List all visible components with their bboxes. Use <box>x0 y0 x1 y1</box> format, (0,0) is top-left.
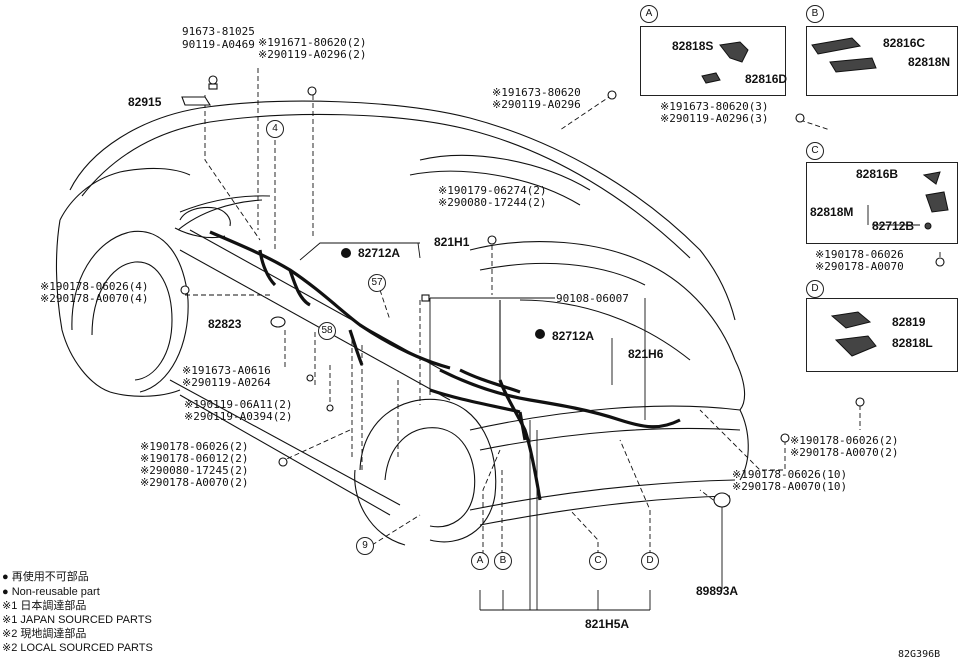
callout-9: 9 <box>356 537 374 555</box>
part-s190119-06A11: ※190119-06A11(2) <box>184 398 293 411</box>
part-s190178-06026-2a: ※190178-06026(2) <box>140 440 249 453</box>
non-reusable-markers <box>341 248 545 339</box>
part-82818M: 82818M <box>810 205 854 219</box>
part-82712A-top: 82712A <box>358 246 401 260</box>
detail-box-c <box>806 162 958 244</box>
part-821H6: 821H6 <box>628 347 664 361</box>
part-s290178-A0070-2b: ※290178-A0070(2) <box>790 446 899 459</box>
detail-box-b <box>806 26 958 96</box>
part-90119-A0469: 90119-A0469 <box>182 38 255 51</box>
part-82712A-mid: 82712A <box>552 329 595 343</box>
leader-lines <box>185 68 941 555</box>
callout-detail-a: A <box>640 5 658 23</box>
part-90108-06007: 90108-06007 <box>556 292 629 305</box>
part-82819: 82819 <box>892 315 926 329</box>
part-821H5A: 821H5A <box>585 617 630 631</box>
part-s191673-80620-3: ※191673-80620(3) <box>660 100 769 113</box>
callout-57: 57 <box>368 274 386 292</box>
callout-detail-b: B <box>806 5 824 23</box>
part-s190178-06026-4: ※190178-06026(4) <box>40 280 149 293</box>
fastener-icons <box>180 75 945 508</box>
callout-4: 4 <box>266 120 284 138</box>
part-s290119-A0296-2: ※290119-A0296(2) <box>258 48 367 61</box>
solid-leaders <box>299 205 920 611</box>
legend-non-reusable-en: ● Non-reusable part <box>2 586 100 598</box>
part-s290119-A0296: ※290119-A0296 <box>492 98 581 111</box>
part-s290178-A0070-2a: ※290178-A0070(2) <box>140 476 249 489</box>
callout-58: 58 <box>318 322 336 340</box>
detail-box-a <box>640 26 786 96</box>
part-82823: 82823 <box>208 317 242 331</box>
part-s290178-A0070-4: ※290178-A0070(4) <box>40 292 149 305</box>
vehicle-body-outline <box>55 100 749 546</box>
part-s290080-17244: ※290080-17244(2) <box>438 196 547 209</box>
part-82712B: 82712B <box>872 219 915 233</box>
legend-japan-en: ※1 JAPAN SOURCED PARTS <box>2 614 152 626</box>
part-82915: 82915 <box>128 95 162 109</box>
part-s191673-80620: ※191673-80620 <box>492 86 581 99</box>
detail-box-d <box>806 298 958 372</box>
part-s191671-80620: ※191671-80620(2) <box>258 36 367 49</box>
part-s191673-A0616: ※191673-A0616 <box>182 364 271 377</box>
callout-ref-a: A <box>471 552 489 570</box>
part-82818L: 82818L <box>892 336 933 350</box>
callout-detail-c: C <box>806 142 824 160</box>
part-91673-81025: 91673-81025 <box>182 25 255 38</box>
part-s290119-A0296-3: ※290119-A0296(3) <box>660 112 769 125</box>
part-82816D: 82816D <box>745 72 788 86</box>
part-s190178-06026-10: ※190178-06026(10) <box>732 468 848 481</box>
part-s290178-A0070-10: ※290178-A0070(10) <box>732 480 848 493</box>
part-82816B: 82816B <box>856 167 899 181</box>
callout-ref-c: C <box>589 552 607 570</box>
part-s190178-06012: ※190178-06012(2) <box>140 452 249 465</box>
diagram-code: 82G396B <box>898 649 941 660</box>
callout-detail-d: D <box>806 280 824 298</box>
part-s190179-06274: ※190179-06274(2) <box>438 184 547 197</box>
legend-local-jp: ※2 現地調達部品 <box>2 628 87 640</box>
legend-local-en: ※2 LOCAL SOURCED PARTS <box>2 642 153 654</box>
part-82818N: 82818N <box>908 55 951 69</box>
part-s290178-A0070-c: ※290178-A0070 <box>815 260 904 273</box>
part-s290119-A0394: ※290119-A0394(2) <box>184 410 293 423</box>
part-s290119-A0264: ※290119-A0264 <box>182 376 271 389</box>
part-s190178-06026-2b: ※190178-06026(2) <box>790 434 899 447</box>
callout-ref-b: B <box>494 552 512 570</box>
part-s290080-17245: ※290080-17245(2) <box>140 464 249 477</box>
part-821H1: 821H1 <box>434 235 470 249</box>
legend-japan-jp: ※1 日本調達部品 <box>2 600 87 612</box>
part-82816C: 82816C <box>883 36 926 50</box>
part-82818S: 82818S <box>672 39 714 53</box>
callout-ref-d: D <box>641 552 659 570</box>
wire-harness <box>209 230 681 501</box>
part-89893A: 89893A <box>696 584 739 598</box>
legend-non-reusable-jp: ● 再使用不可部品 <box>2 571 89 583</box>
detail-sketches <box>701 37 949 357</box>
part-s190178-06026-c: ※190178-06026 <box>815 248 904 261</box>
